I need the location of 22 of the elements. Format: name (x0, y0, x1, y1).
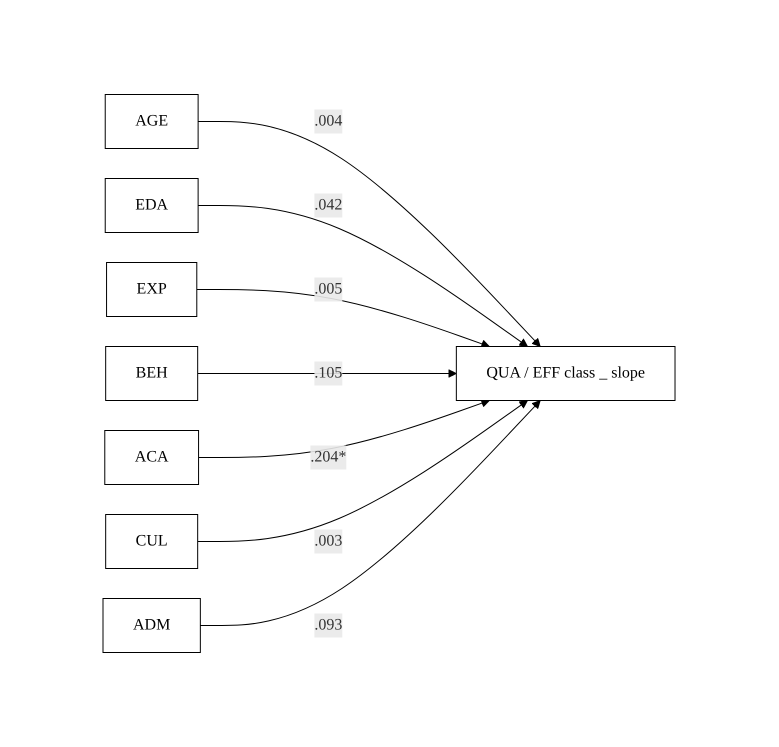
edge-label: .204* (310, 448, 347, 466)
arrow (198, 399, 490, 458)
edge-label: .003 (314, 532, 343, 550)
arrow (198, 121, 542, 347)
node-box: CUL (106, 514, 199, 569)
arrow (198, 400, 528, 542)
edge-label: .005 (314, 280, 343, 298)
arrow (196, 289, 490, 348)
node-box: ACA (104, 430, 200, 485)
node-box: EDA (105, 178, 200, 233)
arrow (198, 205, 528, 347)
edge-label: .093 (314, 616, 343, 634)
node-box: ADM (102, 598, 202, 653)
edge-label: .105 (314, 364, 343, 382)
edge-label: .004 (314, 112, 343, 130)
arrow (198, 369, 458, 378)
arrow (200, 400, 542, 626)
node-box: AGE (105, 94, 200, 149)
node-box: BEH (106, 346, 199, 401)
node-box: QUA / EFF class _ slope (456, 346, 676, 401)
edge-label: .042 (314, 196, 343, 214)
node-box: EXP (106, 262, 198, 317)
